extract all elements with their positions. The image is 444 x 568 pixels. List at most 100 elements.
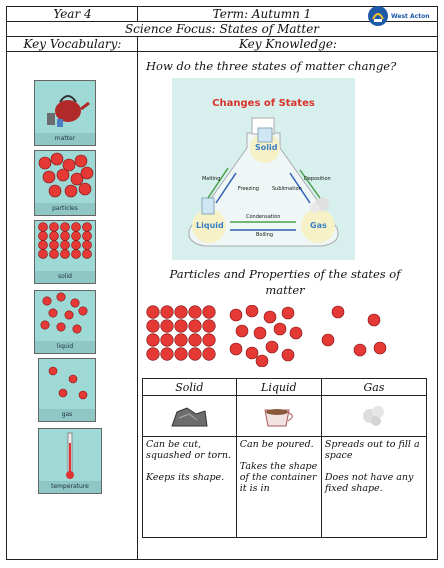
particle — [174, 347, 188, 361]
knowledge-organiser: Year 4 Term: Autumn 1 West Acton Science… — [6, 6, 438, 560]
particle — [60, 249, 70, 259]
gas-property: Does not have any fixed shape. — [324, 472, 414, 494]
particle — [263, 310, 277, 324]
state-label-gas: Gas — [310, 221, 327, 230]
particle — [60, 240, 70, 250]
particle — [62, 158, 76, 172]
particle — [174, 319, 188, 333]
particle — [160, 347, 174, 361]
solid-particles-icon — [38, 222, 92, 259]
particle — [255, 354, 269, 367]
properties-table: Solid Liquid Gas Can be cut, squashed or… — [142, 378, 428, 538]
header-liquid: Liquid — [235, 378, 322, 396]
particle — [48, 184, 62, 198]
particle — [71, 231, 81, 241]
gas-cloud-image — [325, 398, 423, 434]
particle — [202, 333, 216, 347]
particle — [321, 333, 335, 347]
particle — [42, 170, 56, 184]
particle — [64, 184, 78, 198]
particle — [71, 222, 81, 232]
particle — [146, 305, 160, 319]
vocab-card-temperature: temperature — [38, 428, 102, 494]
particle — [281, 306, 295, 320]
particle — [56, 322, 66, 332]
particle — [82, 249, 92, 259]
key-knowledge-heading: Key Knowledge: — [239, 37, 337, 51]
header-gas: Gas — [320, 378, 428, 396]
vocab-label: gas — [39, 409, 95, 421]
solid-particle-arrangement — [146, 305, 216, 361]
gas-cloud-icon — [362, 406, 384, 426]
process-freezing: Freezing — [238, 186, 259, 192]
table-text-row: Can be cut, squashed or torn. Keeps its … — [142, 436, 428, 538]
particle — [174, 305, 188, 319]
vocab-label: matter — [35, 133, 95, 145]
particle — [146, 333, 160, 347]
particle — [146, 347, 160, 361]
particle — [188, 347, 202, 361]
changes-of-state-diagram: Changes of States Solid Liquid Gas Melti… — [172, 78, 355, 260]
particle — [281, 348, 295, 362]
particle — [74, 154, 88, 168]
particle — [70, 298, 80, 308]
particle — [50, 152, 64, 166]
particle — [49, 240, 59, 250]
particle — [289, 326, 303, 340]
teacup-icon — [264, 409, 293, 427]
particle — [56, 168, 70, 182]
particle — [80, 166, 94, 180]
rock-icon — [171, 407, 208, 427]
particle — [160, 319, 174, 333]
particle — [273, 322, 287, 336]
school-logo: West Acton — [367, 4, 437, 28]
particle — [202, 305, 216, 319]
particle — [48, 366, 58, 376]
vocab-label: particles — [35, 203, 95, 215]
particle — [331, 305, 345, 319]
vocab-label: liquid — [35, 341, 95, 353]
particle — [64, 310, 74, 320]
year-label: Year 4 — [53, 7, 92, 21]
vocab-label: solid — [35, 271, 95, 283]
particle — [38, 222, 48, 232]
particle — [49, 222, 59, 232]
vocab-card-particles: particles — [34, 150, 96, 216]
particle — [202, 347, 216, 361]
particle — [188, 319, 202, 333]
table-image-row — [142, 395, 428, 437]
particle — [174, 333, 188, 347]
liquid-particles-icon — [40, 292, 88, 334]
particle — [265, 340, 279, 354]
particle — [56, 292, 66, 302]
particle — [245, 346, 259, 360]
particle — [38, 240, 48, 250]
particle — [367, 313, 381, 327]
state-label-liquid: Liquid — [196, 221, 224, 230]
particle — [71, 240, 81, 250]
particle — [82, 240, 92, 250]
particle — [48, 308, 58, 318]
header-divider — [137, 7, 138, 22]
particle — [235, 324, 249, 338]
particle — [146, 319, 160, 333]
header-solid: Solid — [142, 378, 237, 396]
process-boiling: Boiling — [256, 232, 273, 238]
process-melting: Melting — [202, 176, 221, 182]
particle — [71, 249, 81, 259]
knowledge-question: How do the three states of matter change… — [146, 59, 397, 73]
particle — [68, 374, 78, 384]
science-focus: Science Focus: States of Matter — [124, 22, 320, 36]
particle — [188, 333, 202, 347]
kettle-icon — [47, 95, 90, 127]
column-header-row: Key Vocabulary: Key Knowledge: — [7, 37, 437, 52]
particle — [72, 324, 82, 334]
particle — [78, 306, 88, 316]
particle — [160, 305, 174, 319]
particle — [229, 342, 243, 356]
particle — [82, 222, 92, 232]
teacup-image — [240, 398, 318, 434]
thermometer-icon — [66, 432, 74, 479]
particle — [40, 320, 50, 330]
term-label: Term: Autumn 1 — [212, 7, 312, 21]
